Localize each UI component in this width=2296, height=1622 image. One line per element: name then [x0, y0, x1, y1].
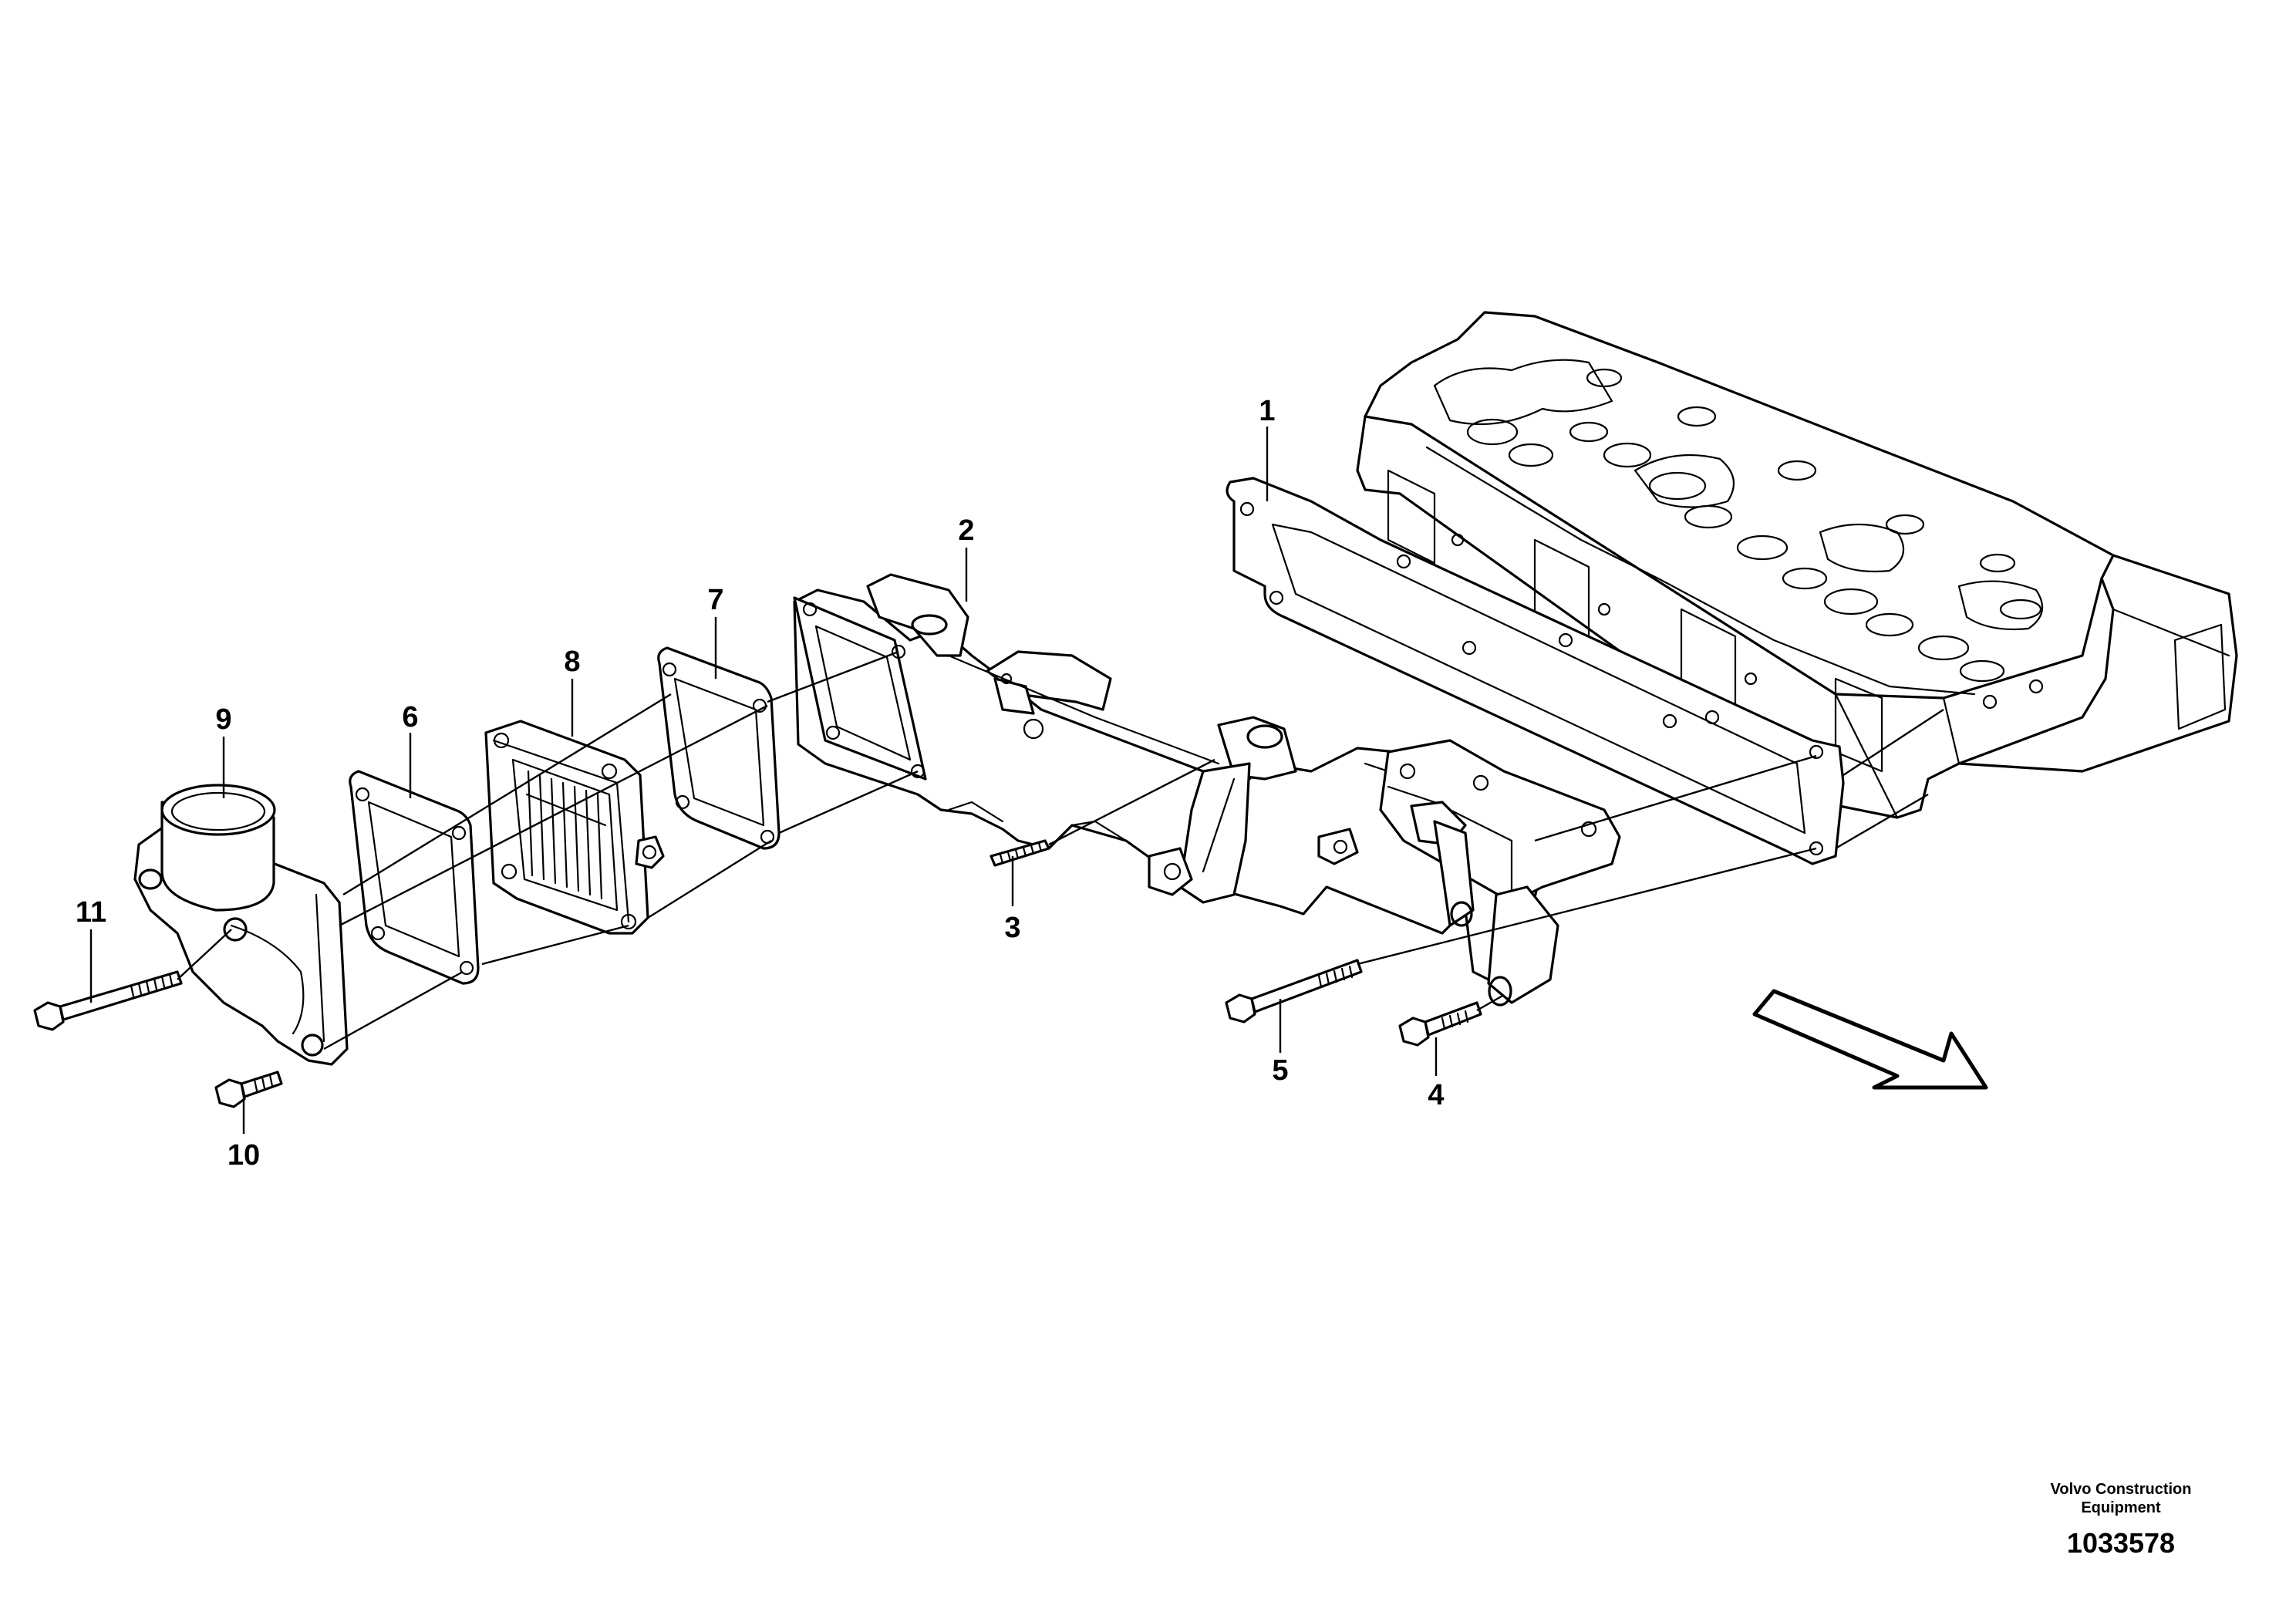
long-bolt-left	[33, 970, 183, 1031]
thermostat-gasket-lower	[349, 770, 480, 985]
callout-11: 11	[76, 896, 106, 929]
callout-leaders	[89, 427, 1438, 1134]
callout-8: 8	[564, 646, 580, 678]
intake-manifold	[793, 573, 1552, 981]
callout-1: 1	[1259, 395, 1275, 427]
short-bolt-left	[214, 1071, 283, 1108]
callout-3: 3	[1004, 912, 1020, 944]
thermostat-gasket-upper	[657, 646, 781, 850]
callout-labels: 1 2 3 4 5 6 7 8 9 10 11	[76, 395, 1445, 1172]
thermostat-housing	[484, 720, 665, 935]
stud-bolt	[990, 839, 1050, 867]
callout-10: 10	[228, 1139, 260, 1172]
water-outlet-elbow	[133, 784, 349, 1066]
forward-direction-arrow-icon	[1752, 989, 1988, 1090]
callout-2: 2	[958, 514, 974, 547]
long-bolt-right	[1225, 959, 1363, 1023]
manufacturer-name-line1: Volvo Construction	[2050, 1481, 2192, 1498]
callout-6: 6	[402, 701, 418, 733]
manifold-gasket	[1226, 477, 1845, 865]
callout-9: 9	[215, 703, 231, 736]
callout-5: 5	[1272, 1054, 1288, 1087]
manifold-end-cover	[1379, 739, 1621, 1007]
short-bolt-right	[1398, 1001, 1482, 1047]
alignment-lines	[177, 650, 1944, 1050]
manufacturer-name-line2: Equipment	[2081, 1499, 2161, 1516]
callout-7: 7	[707, 584, 723, 616]
document-number: 1033578	[2066, 1527, 2176, 1559]
callout-4: 4	[1428, 1079, 1444, 1111]
